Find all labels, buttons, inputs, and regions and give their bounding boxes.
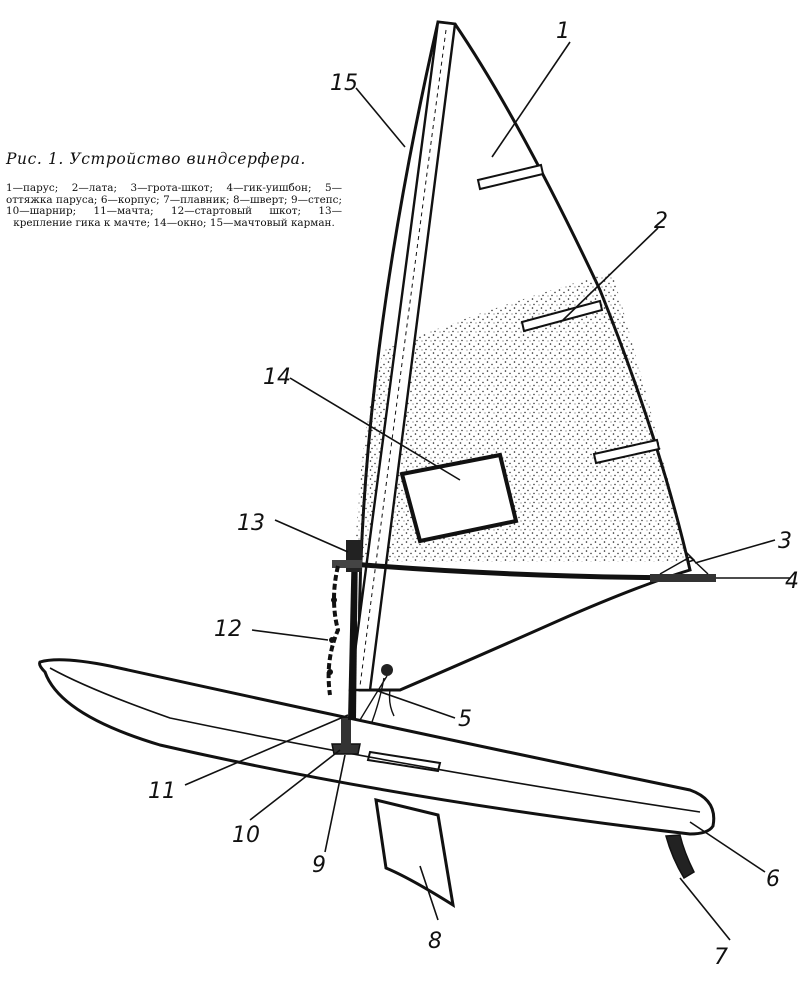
leader-15 <box>355 87 406 148</box>
wishbone-boom-end <box>650 574 716 582</box>
mast-sleeve-stitching <box>359 29 447 687</box>
callout-1: 1 <box>556 19 570 44</box>
leader-11 <box>184 714 349 786</box>
callout-6: 6 <box>766 867 780 892</box>
uphaul-knot-3 <box>327 669 333 675</box>
board-hull <box>38 658 716 836</box>
figure-legend: 1—парус; 2—лата; 3—грота-шкот; 4—гик-уиш… <box>6 182 342 229</box>
mast <box>348 540 358 720</box>
callout-5: 5 <box>458 707 472 732</box>
boom-clamp-jaw <box>332 560 362 568</box>
sail-window <box>399 452 519 544</box>
callout-8: 8 <box>428 929 442 954</box>
daggerboard <box>374 798 456 909</box>
batten-1 <box>476 163 545 191</box>
leader-7 <box>679 877 731 941</box>
figure-title: Рис. 1. Устройство виндсерфера. <box>6 150 306 168</box>
callout-11: 11 <box>148 779 176 804</box>
leader-2 <box>562 227 659 321</box>
callout-10: 10 <box>232 823 260 848</box>
callout-14: 14 <box>263 365 291 390</box>
batten-2 <box>520 299 604 333</box>
leader-13 <box>274 519 349 553</box>
callout-7: 7 <box>714 945 728 970</box>
deck-slot <box>366 750 442 773</box>
leader-5 <box>374 689 456 719</box>
callout-9: 9 <box>312 853 326 878</box>
uphaul-knot-2 <box>329 637 335 643</box>
downhaul-line <box>359 675 395 723</box>
leader-12 <box>251 629 329 641</box>
board-deck-line <box>49 667 701 813</box>
outhaul-hook <box>683 549 696 563</box>
leader-3 <box>694 539 776 564</box>
callout-3: 3 <box>778 529 792 554</box>
leader-9 <box>324 754 346 853</box>
leader-10 <box>249 749 341 821</box>
callout-15: 15 <box>330 71 358 96</box>
fin <box>665 834 695 880</box>
batten-3 <box>592 438 661 465</box>
callout-13: 13 <box>237 511 265 536</box>
leader-8 <box>419 865 439 921</box>
callout-2: 2 <box>654 209 668 234</box>
universal-joint <box>341 718 351 746</box>
leader-14 <box>289 377 461 481</box>
uphaul-rope <box>326 565 341 696</box>
uphaul-knot-1 <box>331 597 337 603</box>
leader-1 <box>491 41 571 158</box>
downhaul-grommet <box>381 664 393 676</box>
callout-4: 4 <box>785 569 799 594</box>
leader-lines <box>184 41 790 941</box>
callout-12: 12 <box>214 617 242 642</box>
leader-6 <box>689 821 766 873</box>
